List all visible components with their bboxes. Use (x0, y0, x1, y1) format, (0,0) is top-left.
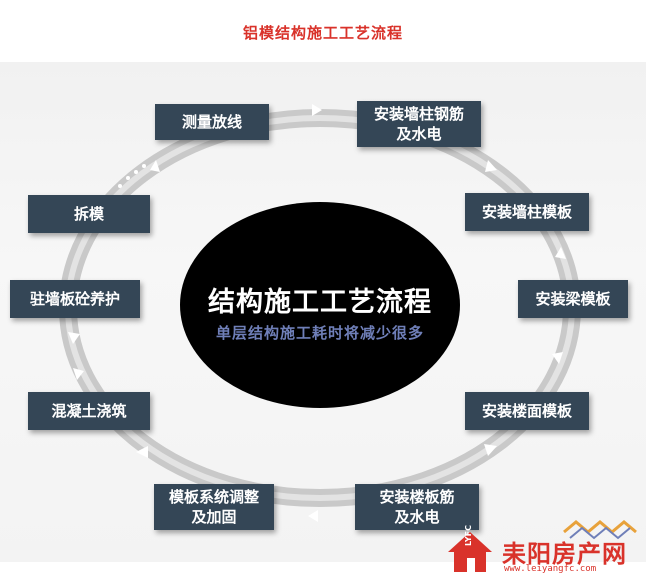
step-install-wall-formwork: 安装墙柱模板 (465, 193, 589, 231)
arrow-right-upper (485, 160, 497, 172)
arrow-top-right (312, 104, 322, 116)
arrow-right-lower (552, 352, 563, 364)
step-label: 安装墙柱模板 (481, 203, 572, 221)
step-label: 测量放线 (181, 113, 242, 131)
diagram-title: 铝模结构施工工艺流程 (242, 24, 403, 42)
step-measure: 测量放线 (155, 104, 269, 140)
center-subtitle: 单层结构施工耗时将减少很多 (215, 324, 424, 342)
watermark: LYFC 耒阳房产网 www.leiyangfc.com (444, 512, 644, 574)
step-remove-formwork: 拆模 (28, 195, 150, 233)
watermark-url: www.leiyangfc.com (504, 564, 597, 574)
step-install-slab-rebar: 安装楼板筋 及水电 (355, 484, 479, 530)
direction-arrows (68, 104, 566, 522)
watermark-name: 耒阳房产网 (502, 540, 627, 568)
step-label: 安装墙柱钢筋 (373, 105, 464, 123)
arrow-bottom-right (484, 444, 497, 456)
step-label: 安装梁模板 (535, 290, 611, 308)
step-adjust-formwork: 模板系统调整 及加固 (154, 484, 274, 530)
step-label: 模板系统调整 (168, 488, 259, 506)
arrow-left (73, 368, 84, 380)
watermark-logo (448, 520, 637, 572)
step-cure-concrete: 驻墙板砼养护 (10, 280, 140, 318)
step-label: 安装楼板筋 (379, 488, 455, 506)
step-install-wall-rebar: 安装墙柱钢筋 及水电 (357, 101, 481, 147)
step-label: 驻墙板砼养护 (29, 290, 120, 308)
arrow-top-left (150, 160, 160, 172)
step-label: 拆模 (73, 205, 104, 223)
step-label: 及加固 (191, 508, 237, 526)
step-label: 混凝土浇筑 (51, 402, 127, 420)
step-label: 安装楼面模板 (481, 402, 572, 420)
arrow-bottom (308, 510, 318, 522)
center-ellipse (180, 202, 460, 408)
step-install-floor-formwork: 安装楼面模板 (465, 392, 589, 430)
step-label: 及水电 (394, 508, 440, 526)
arrow-left-upper (68, 332, 80, 344)
step-label: 及水电 (396, 125, 442, 143)
center-title: 结构施工工艺流程 (208, 287, 432, 318)
step-install-beam-formwork: 安装梁模板 (518, 280, 628, 318)
arrow-left-lower (136, 446, 148, 458)
arrow-right (555, 247, 566, 259)
watermark-badge: LYFC (464, 525, 473, 546)
step-pour-concrete: 混凝土浇筑 (28, 392, 150, 430)
dotted-trail (118, 164, 146, 188)
